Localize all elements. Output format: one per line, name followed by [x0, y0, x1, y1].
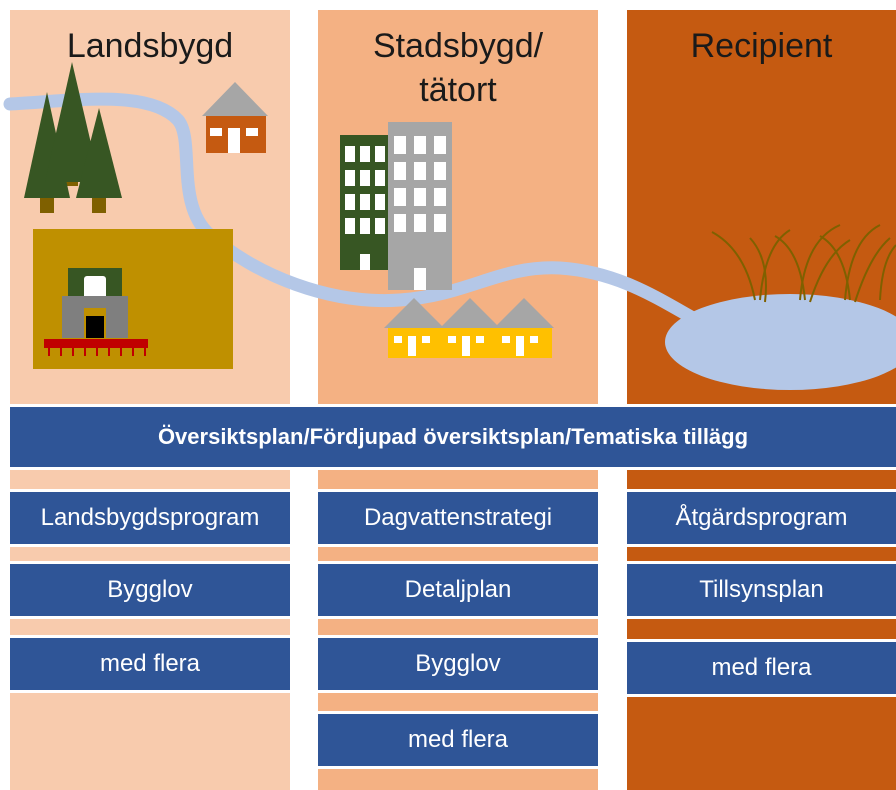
box-bygglov-landsbygd: Bygglov — [7, 561, 293, 619]
box-dagvattenstrategi: Dagvattenstrategi — [315, 489, 601, 547]
column-title-recipient: Recipient — [690, 27, 833, 65]
box-atgardsprogram: Åtgärdsprogram — [624, 489, 896, 547]
box-tillsynsplan: Tillsynsplan — [624, 561, 896, 619]
column-title-stadsbygd: Stadsbygd/ tätort — [372, 27, 544, 109]
box-med-flera-stadsbygd: med flera — [315, 711, 601, 769]
box-landsbygdsprogram: Landsbygdsprogram — [7, 489, 293, 547]
column-title-landsbygd: Landsbygd — [66, 27, 234, 65]
box-med-flera-landsbygd: med flera — [7, 635, 293, 693]
overview-plan-band: Översiktsplan/Fördjupad översiktsplan/Te… — [10, 404, 896, 470]
box-bygglov-stadsbygd: Bygglov — [315, 635, 601, 693]
box-detaljplan: Detaljplan — [315, 561, 601, 619]
box-med-flera-recipient: med flera — [624, 639, 896, 697]
